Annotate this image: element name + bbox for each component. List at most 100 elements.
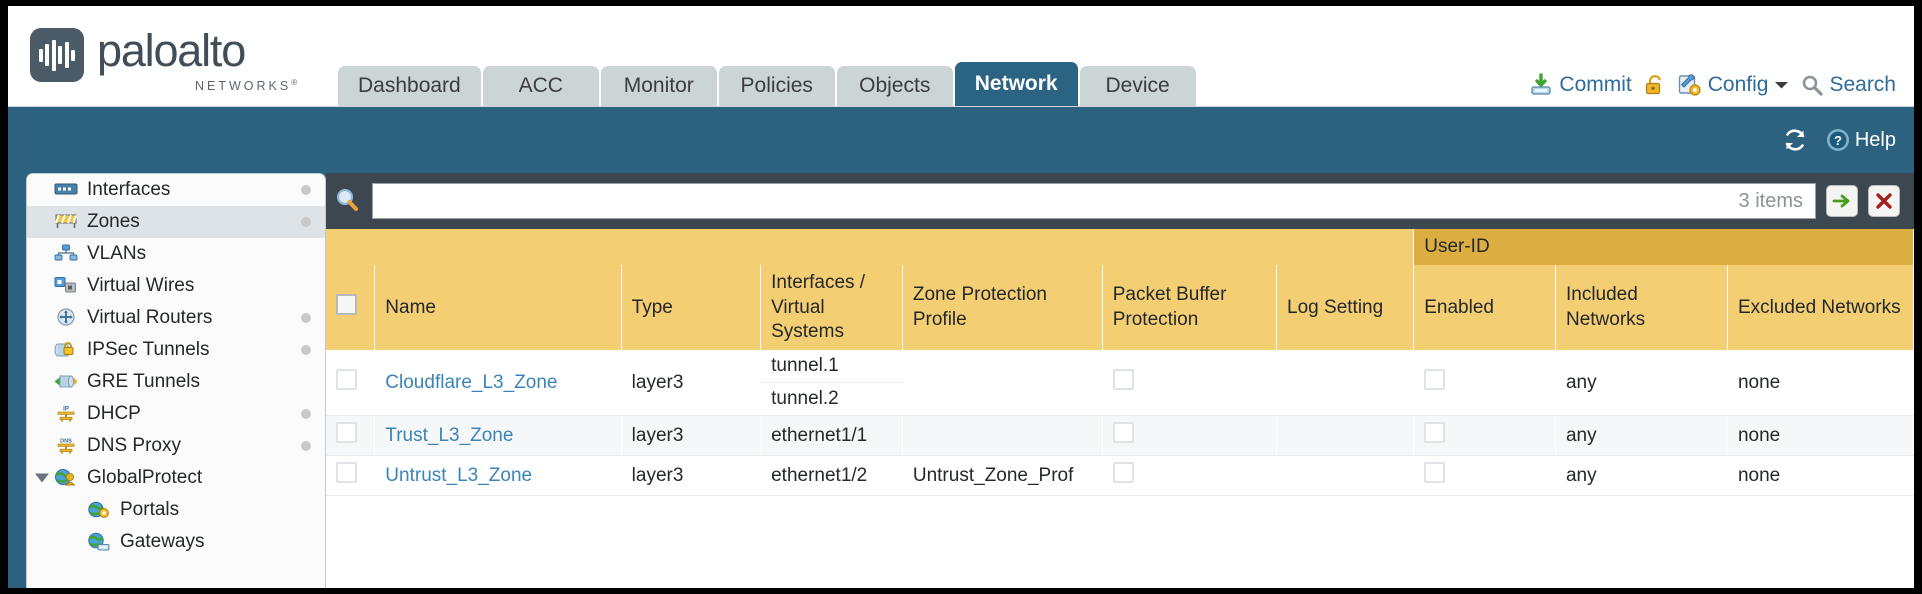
- status-dot: [301, 345, 311, 355]
- select-all-checkbox[interactable]: [336, 293, 357, 315]
- gateways-icon: [87, 532, 111, 552]
- cell-zone-protection-profile: [902, 415, 1103, 457]
- cell-type: layer3: [621, 350, 762, 417]
- status-dot: [301, 313, 311, 323]
- packet-buffer-protection-checkbox[interactable]: [1112, 369, 1134, 391]
- sidebar-item-gateways[interactable]: Gateways: [27, 526, 325, 558]
- col-header-name[interactable]: Name: [374, 265, 622, 351]
- sidebar-item-virtual-routers[interactable]: Virtual Routers: [27, 302, 325, 334]
- cell-name[interactable]: Trust_L3_Zone: [374, 415, 622, 457]
- cell-name[interactable]: Untrust_L3_Zone: [374, 455, 622, 497]
- userid-enabled-checkbox[interactable]: [1424, 422, 1446, 444]
- cell-userid-enabled[interactable]: [1413, 350, 1556, 417]
- magnifier-search-icon[interactable]: [334, 187, 362, 215]
- search-button[interactable]: Search: [1801, 73, 1896, 97]
- sidebar-item-ipsec-tunnels[interactable]: IPSec Tunnels: [27, 334, 325, 366]
- cell-interfaces: ethernet1/1: [760, 415, 903, 457]
- brand-tagline: NETWORKS®: [195, 78, 301, 94]
- cell-log-setting: [1276, 455, 1415, 497]
- row-checkbox[interactable]: [336, 422, 357, 444]
- col-header-type[interactable]: Type: [621, 265, 762, 351]
- filter-bar: 3 items: [326, 173, 1914, 229]
- padlock-icon[interactable]: [1644, 73, 1666, 97]
- paloalto-logo-icon: [30, 28, 84, 82]
- col-header-zone-protection-profile[interactable]: Zone Protection Profile: [902, 265, 1103, 351]
- zone-name-link[interactable]: Cloudflare_L3_Zone: [385, 371, 558, 393]
- commit-save-icon: [1529, 73, 1553, 97]
- zones-icon: [54, 212, 78, 232]
- select-all-header[interactable]: [326, 265, 376, 351]
- zone-name-link[interactable]: Untrust_L3_Zone: [385, 464, 533, 486]
- sidebar-item-label: Gateways: [120, 531, 205, 552]
- commit-button[interactable]: Commit: [1529, 73, 1632, 97]
- sub-bar-actions: ? Help: [1782, 127, 1896, 153]
- green-arrow-icon: [1832, 194, 1850, 208]
- col-header-interfaces[interactable]: Interfaces / Virtual Systems: [760, 265, 903, 351]
- sidebar-item-label: Virtual Routers: [87, 307, 213, 328]
- config-menu[interactable]: Config: [1678, 73, 1790, 97]
- row-checkbox[interactable]: [336, 369, 357, 391]
- virtual-routers-icon: [54, 308, 78, 328]
- cell-packet-buffer-protection[interactable]: [1102, 455, 1278, 497]
- tab-monitor[interactable]: Monitor: [600, 66, 717, 106]
- tab-network[interactable]: Network: [954, 62, 1078, 106]
- row-select-cell[interactable]: [326, 415, 376, 457]
- userid-enabled-checkbox[interactable]: [1424, 369, 1446, 391]
- virtual-wires-icon: [54, 276, 78, 296]
- sidebar-item-interfaces[interactable]: Interfaces: [27, 174, 325, 206]
- table-header-row: Name Type Interfaces / Virtual Systems Z…: [326, 265, 1914, 351]
- tab-acc[interactable]: ACC: [482, 66, 599, 106]
- sidebar-item-vlans[interactable]: VLANs: [27, 238, 325, 270]
- col-header-excluded-networks[interactable]: Excluded Networks: [1727, 265, 1914, 351]
- packet-buffer-protection-checkbox[interactable]: [1112, 422, 1134, 444]
- col-header-enabled[interactable]: Enabled: [1413, 265, 1556, 351]
- tab-device[interactable]: Device: [1079, 66, 1196, 106]
- userid-enabled-checkbox[interactable]: [1424, 462, 1446, 484]
- expand-caret-icon[interactable]: [35, 473, 49, 483]
- interface-item: tunnel.2: [761, 382, 902, 415]
- ipsec-tunnels-icon: [54, 340, 78, 360]
- refresh-icon[interactable]: [1782, 127, 1808, 153]
- sidebar-item-dns-proxy[interactable]: DNS DNS Proxy: [27, 430, 325, 462]
- zone-name-link[interactable]: Trust_L3_Zone: [385, 424, 514, 446]
- status-dot: [301, 441, 311, 451]
- row-select-cell[interactable]: [326, 455, 376, 497]
- sidebar-item-globalprotect[interactable]: GlobalProtect: [27, 462, 325, 494]
- help-button[interactable]: ? Help: [1826, 128, 1896, 152]
- table-group-header-row: User-ID: [326, 229, 1914, 266]
- row-select-cell[interactable]: [326, 350, 376, 417]
- cell-userid-enabled[interactable]: [1413, 415, 1556, 457]
- row-checkbox[interactable]: [336, 462, 357, 484]
- cell-log-setting: [1276, 415, 1415, 457]
- tab-objects[interactable]: Objects: [836, 66, 953, 106]
- search-input[interactable]: 3 items: [372, 183, 1816, 219]
- cell-name[interactable]: Cloudflare_L3_Zone: [374, 350, 622, 417]
- magnifier-icon: [1801, 74, 1824, 96]
- sidebar-item-label: GRE Tunnels: [87, 371, 200, 392]
- cell-userid-enabled[interactable]: [1413, 455, 1556, 497]
- sidebar-item-label: DNS Proxy: [87, 435, 181, 456]
- apply-filter-button[interactable]: [1826, 185, 1858, 217]
- portals-icon: [87, 500, 111, 520]
- top-bar: paloalto NETWORKS® Dashboard ACC Monitor…: [8, 6, 1914, 107]
- table-row[interactable]: Cloudflare_L3_Zone layer3 tunnel.1 tunne…: [326, 350, 1914, 417]
- sidebar-item-dhcp[interactable]: IP DHCP: [27, 398, 325, 430]
- col-header-log-setting[interactable]: Log Setting: [1276, 265, 1415, 351]
- packet-buffer-protection-checkbox[interactable]: [1112, 462, 1134, 484]
- cell-packet-buffer-protection[interactable]: [1102, 415, 1278, 457]
- zones-table-container[interactable]: User-ID Name Type Interfaces / Virtual S…: [326, 229, 1914, 588]
- col-header-included-networks[interactable]: Included Networks: [1555, 265, 1728, 351]
- table-row[interactable]: Untrust_L3_Zone layer3 ethernet1/2 Untru…: [326, 455, 1914, 497]
- tab-policies[interactable]: Policies: [718, 66, 835, 106]
- clear-filter-button[interactable]: [1868, 185, 1900, 217]
- sidebar-item-virtual-wires[interactable]: Virtual Wires: [27, 270, 325, 302]
- table-row[interactable]: Trust_L3_Zone layer3 ethernet1/1 any non…: [326, 415, 1914, 457]
- tab-dashboard[interactable]: Dashboard: [338, 66, 481, 106]
- zones-table: User-ID Name Type Interfaces / Virtual S…: [326, 229, 1914, 497]
- sidebar-item-portals[interactable]: Portals: [27, 494, 325, 526]
- status-dot: [301, 185, 311, 195]
- cell-packet-buffer-protection[interactable]: [1102, 350, 1278, 417]
- sidebar-item-zones[interactable]: Zones: [27, 206, 325, 238]
- sidebar-item-gre-tunnels[interactable]: GRE Tunnels: [27, 366, 325, 398]
- col-header-packet-buffer-protection[interactable]: Packet Buffer Protection: [1102, 265, 1278, 351]
